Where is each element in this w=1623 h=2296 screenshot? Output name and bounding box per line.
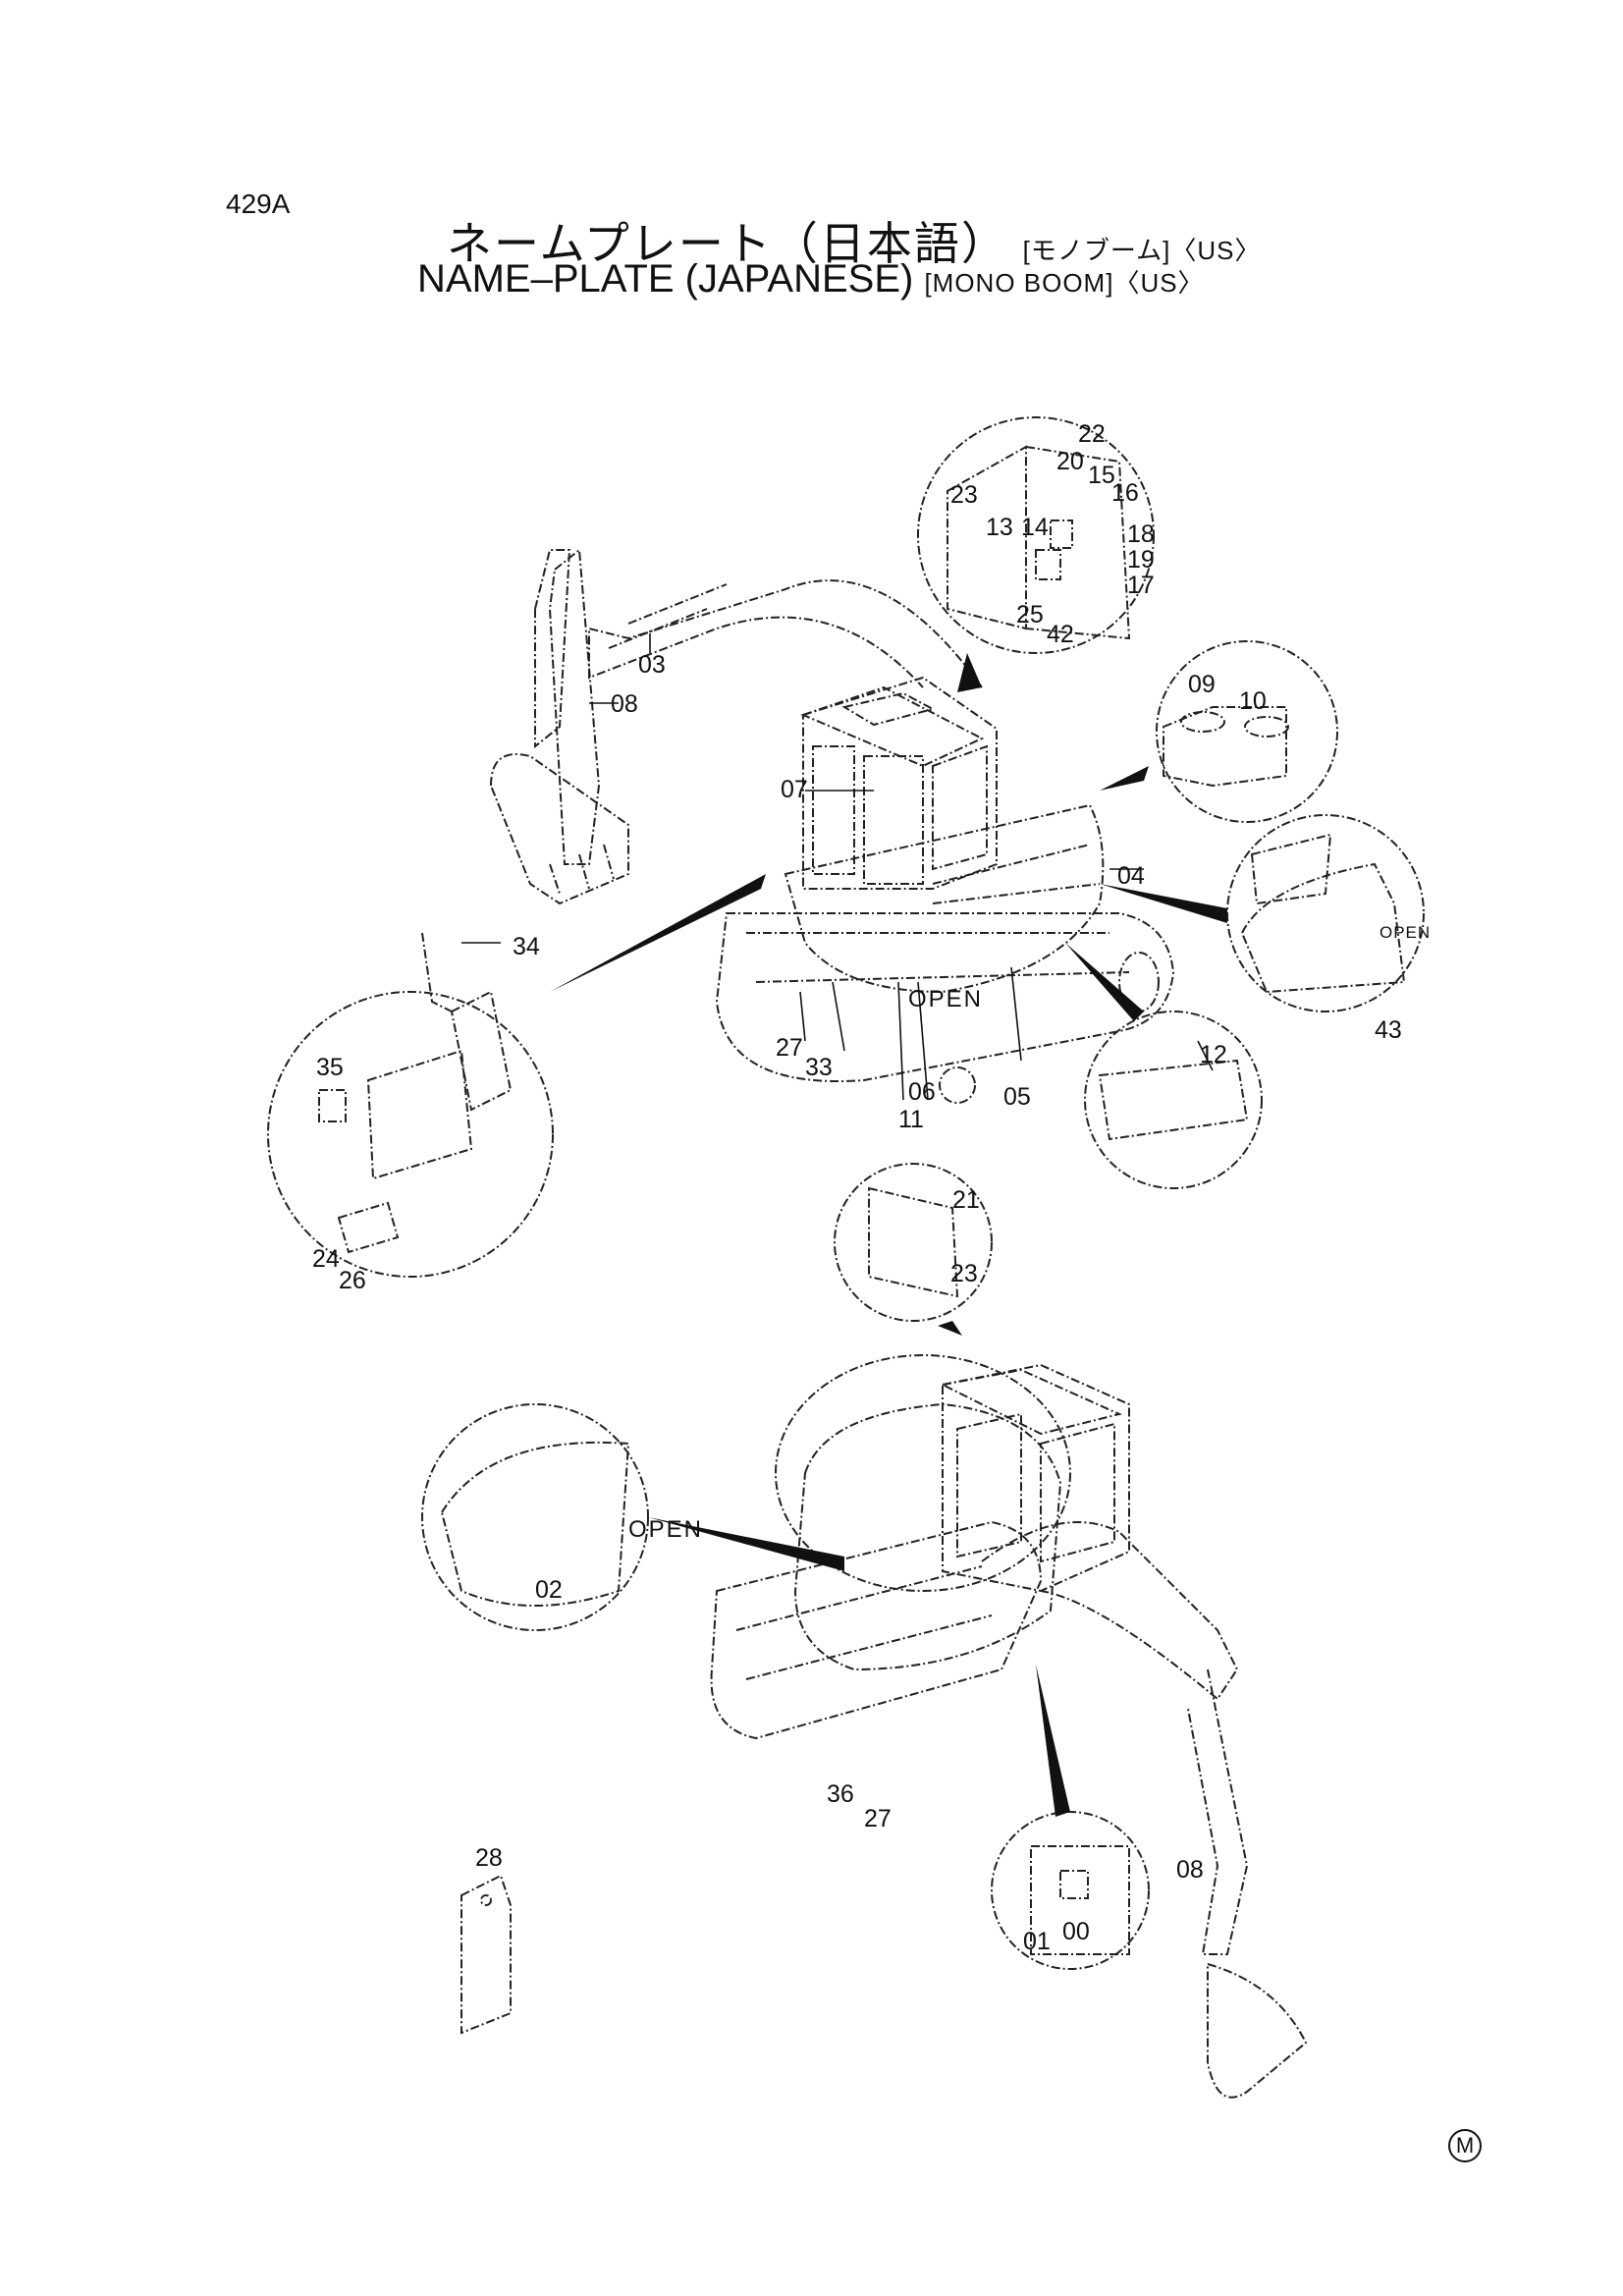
title-english: NAME–PLATE (JAPANESE) [MONO BOOM]〈US〉 [417,257,1205,301]
title-japanese-suffix: [モノブーム]〈US〉 [1022,236,1262,265]
title-japanese-main: ネームプレート（日本語） [447,218,1008,269]
callout-08-lower: 08 [1176,1856,1204,1884]
callout-06: 06 [908,1078,936,1106]
callout-11: 11 [898,1106,924,1133]
callout-03: 03 [638,651,666,679]
callout-26: 26 [339,1267,366,1294]
callout-43: 43 [1375,1016,1402,1044]
callout-05: 05 [1003,1083,1031,1111]
callout-20: 20 [1056,448,1084,475]
callout-01: 01 [1023,1928,1051,1955]
callout-13: 13 [986,514,1013,541]
title-english-main: NAME–PLATE (JAPANESE) [417,257,914,301]
callout-09: 09 [1188,671,1216,698]
detail-circle-operator-seat [267,991,554,1278]
excavator-upper [489,548,1175,1104]
callout-23-rear: 23 [950,1260,978,1287]
callout-23-cab: 23 [950,481,978,509]
page-code: 429A [226,189,291,219]
callout-02: 02 [535,1576,563,1604]
pointer-wedges [550,653,1227,1817]
callout-10: 10 [1239,687,1267,715]
callout-15: 15 [1088,462,1115,489]
callout-22: 22 [1078,420,1106,448]
callout-28: 28 [475,1844,503,1872]
open-label-rear-hood: OPEN [628,1516,703,1543]
excavator-lower [710,1354,1308,2099]
callout-12: 12 [1200,1041,1227,1068]
callout-24: 24 [312,1245,340,1273]
callout-42: 42 [1047,621,1074,648]
open-label-engine-hood: OPEN [1380,923,1431,942]
callout-21: 21 [952,1186,980,1214]
circled-m-mark: M [1448,2129,1482,2162]
detail-circle-battery [1084,1011,1263,1189]
detail-circle-serial-plate [991,1811,1150,1970]
callout-27-upper: 27 [776,1034,803,1062]
callout-27-lower: 27 [864,1805,892,1832]
open-label-door: OPEN [908,986,983,1012]
callout-17: 17 [1127,572,1155,599]
callout-25: 25 [1016,601,1044,629]
detail-circle-rear-panel [834,1163,993,1322]
leader-lines [461,633,1214,1101]
detail-circle-cab-door [917,416,1155,654]
callout-35: 35 [316,1054,344,1081]
callout-34: 34 [513,933,540,960]
callout-04: 04 [1117,862,1145,890]
callout-08-upper: 08 [611,690,638,718]
callout-00: 00 [1062,1918,1090,1945]
detail-circle-fuel-caps [1156,640,1338,823]
title-japanese: ネームプレート（日本語） [モノブーム]〈US〉 [447,208,1261,273]
callout-07: 07 [781,776,808,803]
callout-16: 16 [1111,479,1139,507]
callout-14: 14 [1021,514,1049,541]
callout-33: 33 [805,1054,833,1081]
title-english-suffix: [MONO BOOM]〈US〉 [924,268,1205,298]
callout-36: 36 [827,1780,854,1808]
callout-19: 19 [1127,546,1155,574]
callout-18: 18 [1127,520,1155,548]
